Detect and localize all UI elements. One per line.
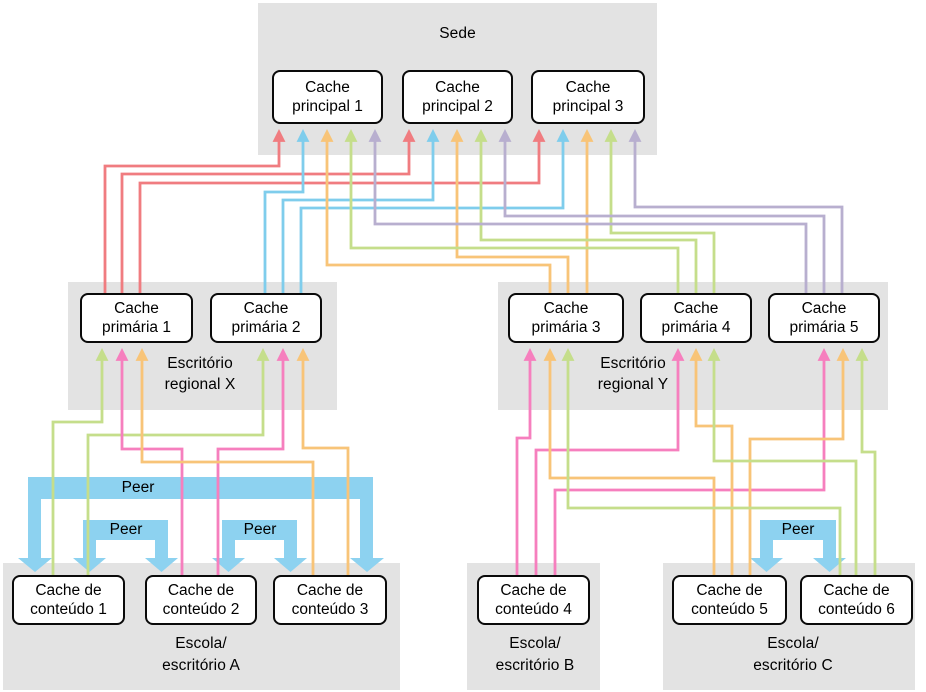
edge-primaria5-principal2 — [498, 128, 826, 295]
node-cache-conteudo-2-label: Cache de conteúdo 2 — [162, 582, 240, 618]
node-cache-conteudo-6: Cache de conteúdo 6 — [800, 575, 913, 625]
node-cache-conteudo-6-label: Cache de conteúdo 6 — [818, 582, 895, 618]
node-cache-principal-1: Cache principal 1 — [272, 70, 383, 124]
section-regional-y-label: Escritório regional Y — [597, 355, 669, 393]
section-escola-c-label: Escola/ escritório C — [753, 635, 833, 674]
node-cache-principal-3-label: Cache principal 3 — [552, 79, 624, 115]
node-cache-principal-2-label: Cache principal 2 — [422, 79, 493, 115]
edge-primaria1-principal2 — [120, 128, 416, 295]
node-cache-primaria-1-label: Cache primária 1 — [102, 300, 171, 336]
edge-primaria4-principal3 — [604, 128, 716, 295]
edge-primaria5-principal3 — [628, 128, 844, 295]
node-cache-primaria-2: Cache primária 2 — [210, 293, 322, 343]
edge-primaria4-principal2 — [474, 128, 698, 295]
section-sede-label: Sede — [439, 25, 476, 42]
peer-label-a-1-2: Peer — [109, 521, 143, 538]
node-cache-conteudo-1-label: Cache de conteúdo 1 — [30, 582, 107, 618]
node-cache-conteudo-1: Cache de conteúdo 1 — [12, 575, 125, 625]
node-cache-conteudo-4-label: Cache de conteúdo 4 — [495, 582, 572, 618]
peer-band-a-wide — [18, 477, 384, 572]
node-cache-primaria-3: Cache primária 3 — [508, 293, 624, 343]
peer-label-a-2-3: Peer — [243, 521, 277, 538]
edge-primaria2-principal3 — [299, 128, 570, 295]
node-cache-primaria-4-label: Cache primária 4 — [661, 300, 731, 336]
section-escola-a-label: Escola/ escritório A — [162, 635, 240, 674]
peer-label-c-5-6: Peer — [781, 521, 815, 538]
edges-primaria-to-principal — [103, 128, 844, 295]
edge-primaria1-principal1 — [103, 128, 286, 295]
node-cache-primaria-5: Cache primária 5 — [768, 293, 880, 343]
edge-primaria2-principal2 — [281, 128, 440, 295]
node-cache-conteudo-2: Cache de conteúdo 2 — [145, 575, 257, 625]
section-escola-b-label: Escola/ escritório B — [495, 635, 575, 674]
node-cache-principal-3: Cache principal 3 — [531, 70, 645, 124]
node-cache-principal-1-label: Cache principal 1 — [292, 79, 363, 115]
node-cache-conteudo-3-label: Cache de conteúdo 3 — [291, 582, 369, 618]
node-cache-primaria-2-label: Cache primária 2 — [231, 300, 301, 336]
edge-primaria4-principal1 — [344, 128, 680, 295]
node-cache-primaria-5-label: Cache primária 5 — [789, 300, 859, 336]
node-cache-primaria-4: Cache primária 4 — [640, 293, 752, 343]
peer-label-a-wide: Peer — [121, 479, 155, 496]
node-cache-conteudo-4: Cache de conteúdo 4 — [477, 575, 590, 625]
edge-primaria3-principal1 — [320, 128, 552, 295]
edge-primaria5-principal1 — [368, 128, 808, 295]
node-cache-principal-2: Cache principal 2 — [402, 70, 513, 124]
node-cache-conteudo-5-label: Cache de conteúdo 5 — [691, 582, 768, 618]
node-cache-conteudo-5: Cache de conteúdo 5 — [672, 575, 787, 625]
node-cache-conteudo-3: Cache de conteúdo 3 — [273, 575, 387, 625]
edge-primaria3-principal2 — [450, 128, 570, 295]
node-cache-primaria-1: Cache primária 1 — [80, 293, 193, 343]
node-cache-primaria-3-label: Cache primária 3 — [531, 300, 601, 336]
edge-primaria1-principal3 — [138, 128, 546, 295]
section-regional-x-label: Escritório regional X — [164, 355, 236, 393]
edge-primaria2-principal1 — [263, 128, 310, 295]
